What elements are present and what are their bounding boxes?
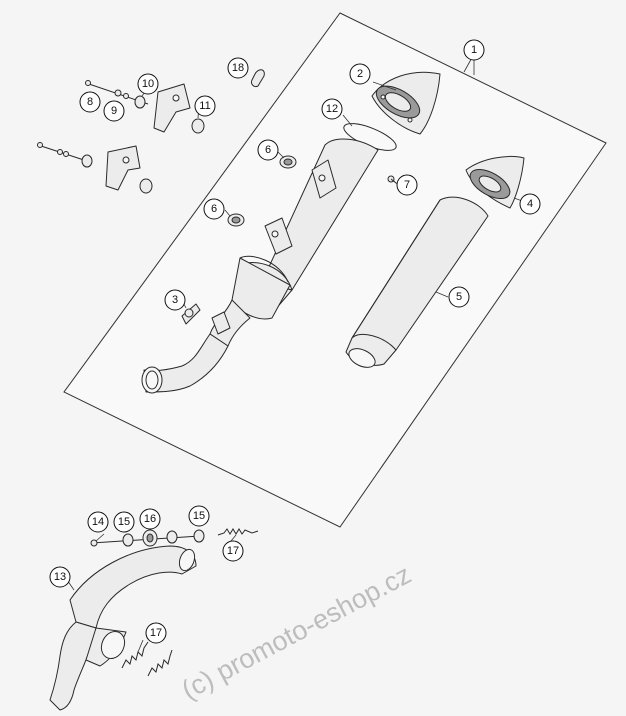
callout-11-label: 11	[199, 100, 210, 112]
grommet-lower[interactable]	[227, 213, 245, 227]
spring-lower-left[interactable]	[121, 641, 149, 669]
callout-12[interactable]: 12	[321, 98, 343, 120]
header-pipe[interactable]	[49, 545, 197, 711]
callout-16-label: 16	[144, 513, 156, 525]
end-cap-bottom[interactable]	[465, 156, 525, 209]
spring-lower-right[interactable]	[147, 649, 173, 677]
callout-6a-label: 6	[265, 144, 271, 156]
callout-5[interactable]: 5	[448, 286, 470, 308]
callout-2-label: 2	[357, 68, 363, 80]
grommet-upper[interactable]	[279, 155, 297, 169]
clamp-part-3[interactable]	[181, 303, 201, 325]
assembly-frame	[63, 12, 607, 528]
callout-17a[interactable]: 17	[222, 540, 244, 562]
callout-1[interactable]: 1	[463, 39, 485, 61]
callout-6b[interactable]: 6	[203, 198, 225, 220]
callout-15b[interactable]: 15	[188, 505, 210, 527]
callout-14-label: 14	[92, 516, 104, 528]
callout-7[interactable]: 7	[396, 174, 418, 196]
silencer-assembly[interactable]	[141, 138, 379, 394]
watermark-text: (c) promoto-eshop.cz	[177, 559, 416, 705]
callout-17b[interactable]: 17	[145, 622, 167, 644]
callout-6b-label: 6	[211, 203, 217, 215]
callout-5-label: 5	[456, 291, 462, 303]
callout-6a[interactable]: 6	[257, 139, 279, 161]
callout-15a-label: 15	[118, 516, 130, 528]
callout-17a-label: 17	[227, 545, 239, 557]
callout-15b-label: 15	[193, 510, 205, 522]
callout-4[interactable]: 4	[519, 193, 541, 215]
callout-3-label: 3	[172, 294, 178, 306]
callout-16[interactable]: 16	[139, 508, 161, 530]
callout-7-label: 7	[404, 179, 410, 191]
mounting-hardware-lower[interactable]	[37, 142, 153, 194]
callout-1-label: 1	[471, 44, 477, 56]
callout-12-label: 12	[326, 103, 338, 115]
callout-8[interactable]: 8	[79, 91, 101, 113]
callout-4-label: 4	[527, 198, 533, 210]
callout-10[interactable]: 10	[137, 73, 159, 95]
callout-13-label: 13	[54, 571, 66, 583]
callout-3[interactable]: 3	[164, 289, 186, 311]
mounting-hardware-upper[interactable]	[85, 80, 205, 134]
silencer-sleeve[interactable]	[345, 196, 489, 371]
callout-8-label: 8	[87, 96, 93, 108]
callout-18-label: 18	[232, 62, 244, 74]
header-hardware[interactable]	[90, 529, 205, 547]
callout-17b-label: 17	[150, 627, 162, 639]
callout-2[interactable]: 2	[349, 63, 371, 85]
callout-14[interactable]: 14	[87, 511, 109, 533]
callout-9[interactable]: 9	[103, 100, 125, 122]
callout-10-label: 10	[142, 78, 154, 90]
clip-part-18[interactable]	[251, 69, 265, 87]
callout-13[interactable]: 13	[49, 566, 71, 588]
callout-18[interactable]: 18	[227, 57, 249, 79]
callout-15a[interactable]: 15	[113, 511, 135, 533]
spring-upper[interactable]	[217, 528, 259, 536]
callout-9-label: 9	[111, 105, 117, 117]
callout-11[interactable]: 11	[194, 95, 216, 117]
